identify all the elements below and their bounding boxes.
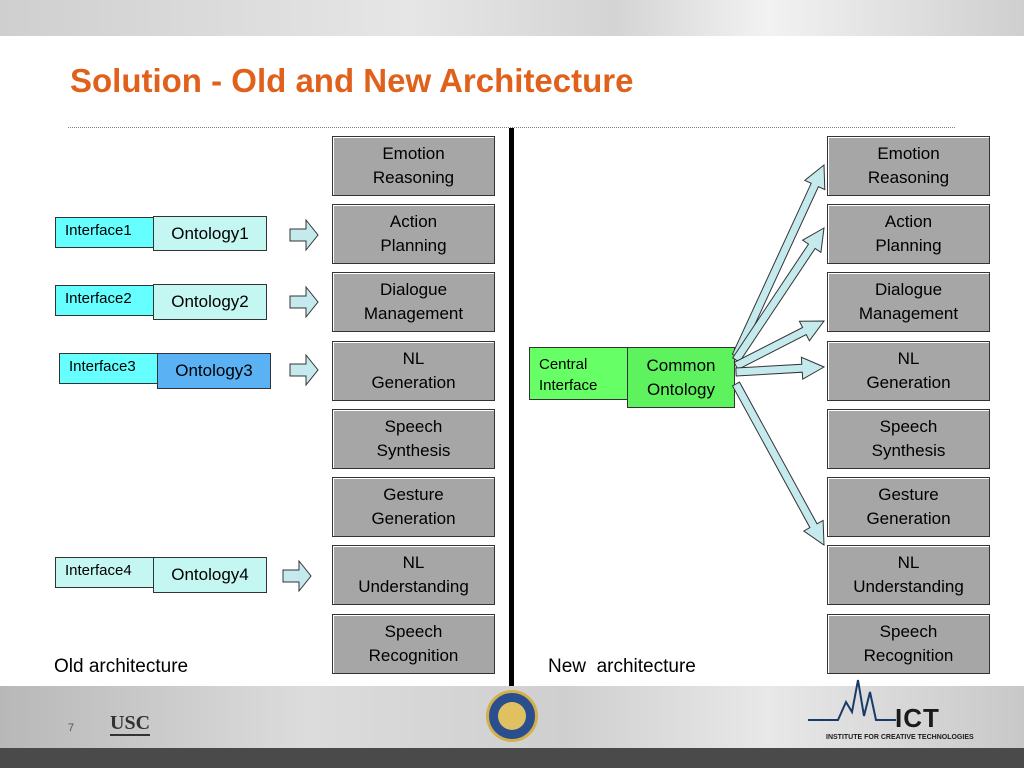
usc-logo: USC (110, 712, 151, 736)
army-seal-logo (486, 690, 538, 742)
ict-waveform-logo (808, 679, 896, 721)
new-module-nl-generation: NL Generation (827, 341, 990, 401)
ontology-2-box: Ontology2 (153, 284, 267, 320)
new-arrow-nl-understanding (731, 381, 825, 546)
common-ontology-box: Common Ontology (627, 347, 735, 408)
new-module-gesture-generation: Gesture Generation (827, 477, 990, 537)
interface-4-box: Interface4 (55, 557, 155, 588)
footer-bottom-bar (0, 748, 1024, 768)
old-arrow-2 (289, 285, 319, 319)
top-decorative-band (0, 0, 1024, 36)
old-module-nl-understanding: NL Understanding (332, 545, 495, 605)
interface-3-box: Interface3 (59, 353, 159, 384)
old-module-gesture-generation: Gesture Generation (332, 477, 495, 537)
interface-2-box: Interface2 (55, 285, 155, 316)
old-module-speech-synthesis: Speech Synthesis (332, 409, 495, 469)
ontology-1-box: Ontology1 (153, 216, 267, 251)
old-arrow-1 (289, 218, 319, 252)
new-arrow-emotion-reasoning (731, 163, 826, 359)
new-module-speech-synthesis: Speech Synthesis (827, 409, 990, 469)
central-interface-box: Central Interface (529, 347, 629, 400)
interface-1-box: Interface1 (55, 217, 155, 248)
ontology-3-box: Ontology3 (157, 353, 271, 389)
ict-logo-text: ICT (895, 703, 940, 733)
new-module-action-planning: Action Planning (827, 204, 990, 264)
new-arrow-dialogue-management (733, 320, 825, 371)
new-architecture-caption: New architecture (548, 656, 696, 677)
title-divider (68, 127, 955, 128)
old-arrow-3 (289, 353, 319, 387)
ict-logo-subtitle: INSTITUTE FOR CREATIVE TECHNOLOGIES (826, 734, 974, 741)
new-module-speech-recognition: Speech Recognition (827, 614, 990, 674)
old-arrow-4 (282, 559, 312, 593)
old-module-nl-generation: NL Generation (332, 341, 495, 401)
new-arrow-action-planning (732, 227, 825, 363)
new-arrow-nl-generation (735, 356, 826, 381)
old-module-emotion-reasoning: Emotion Reasoning (332, 136, 495, 196)
old-module-action-planning: Action Planning (332, 204, 495, 264)
old-module-dialogue-management: Dialogue Management (332, 272, 495, 332)
ontology-4-box: Ontology4 (153, 557, 267, 593)
new-module-dialogue-management: Dialogue Management (827, 272, 990, 332)
old-module-speech-recognition: Speech Recognition (332, 614, 495, 674)
new-module-emotion-reasoning: Emotion Reasoning (827, 136, 990, 196)
slide-title: Solution - Old and New Architecture (70, 62, 634, 99)
page-number: 7 (68, 722, 75, 734)
new-module-nl-understanding: NL Understanding (827, 545, 990, 605)
architecture-divider (509, 128, 514, 688)
old-architecture-caption: Old architecture (54, 656, 189, 677)
